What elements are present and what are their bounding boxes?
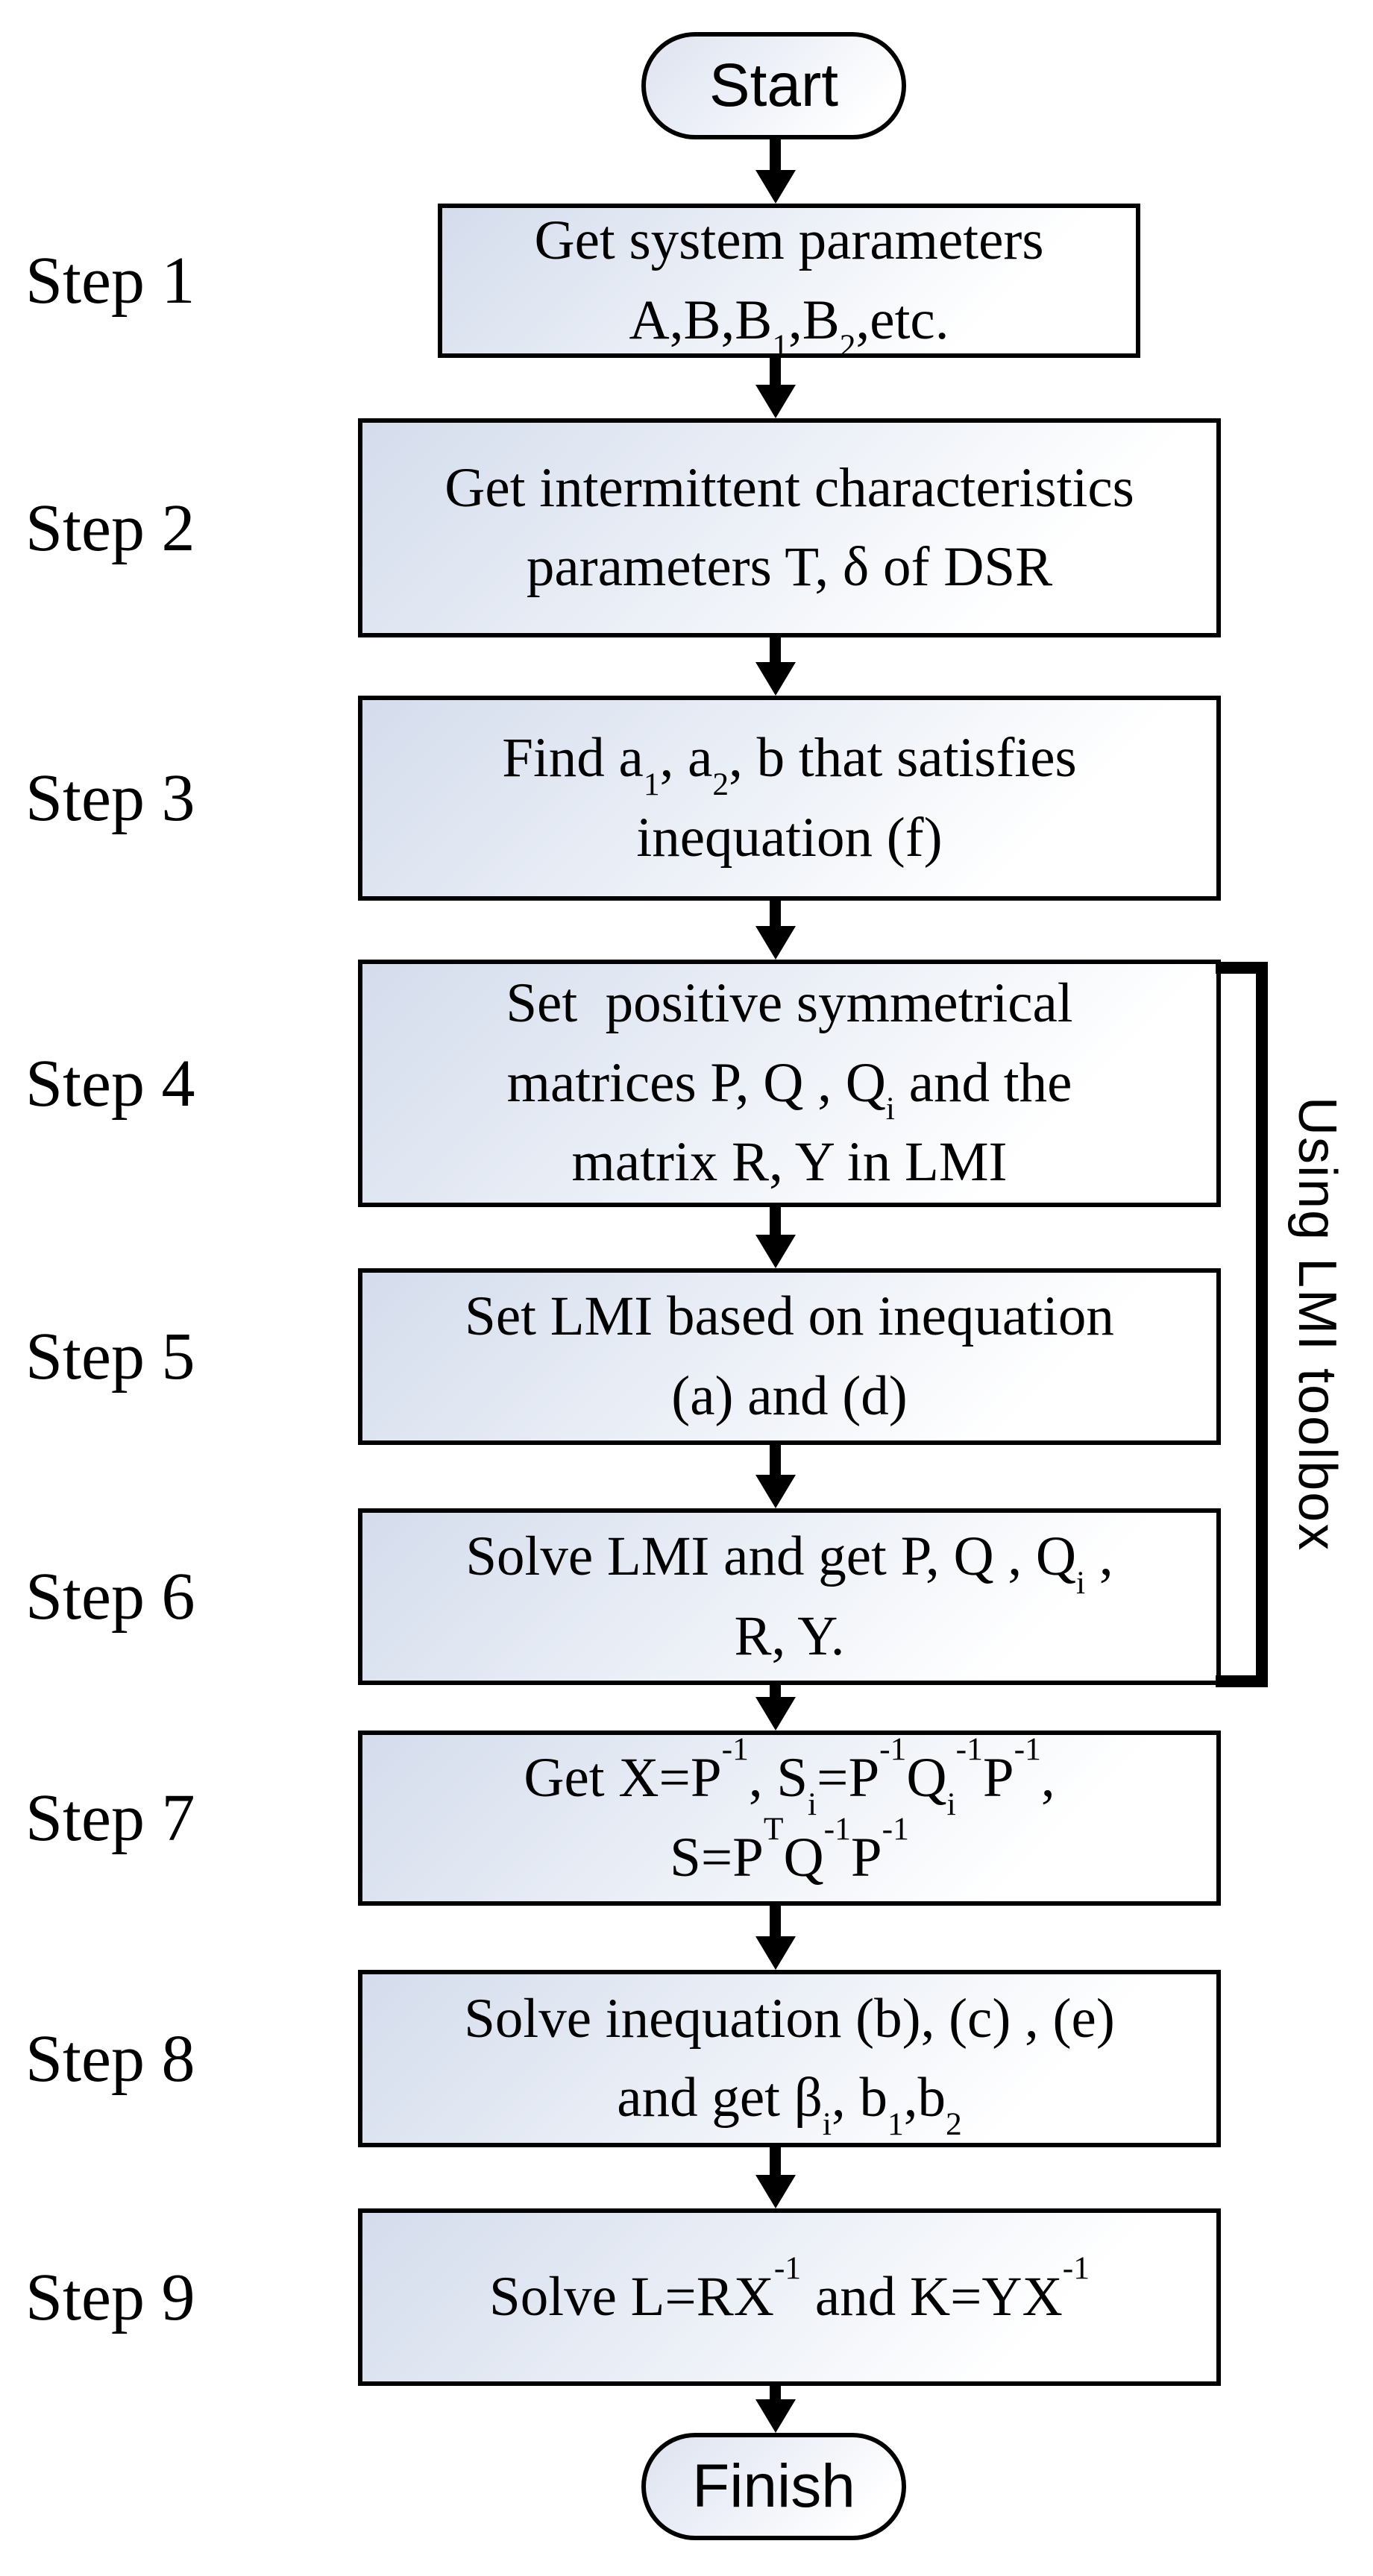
flow-arrow-shaft (770, 2386, 781, 2403)
finish-label: Finish (692, 2452, 855, 2520)
start-node: Start (641, 32, 906, 139)
flow-arrowhead (755, 2175, 796, 2208)
flow-arrow-2 (755, 358, 796, 418)
step-box-4-line-3: matrix R, Y in LMI (571, 1131, 1008, 1194)
flow-arrow-shaft (770, 901, 781, 930)
flow-arrowhead (755, 1697, 796, 1731)
flow-arrow-shaft (770, 1906, 781, 1940)
step-label-9: Step 9 (25, 2260, 195, 2334)
flow-arrow-shaft (770, 637, 781, 666)
step-label-4: Step 4 (25, 1046, 195, 1121)
step-box-5: Set LMI based on inequation (a) and (d) (358, 1268, 1221, 1445)
step-label-8: Step 8 (25, 2021, 195, 2096)
flow-arrow-3 (755, 637, 796, 696)
step-label-5: Step 5 (25, 1320, 195, 1394)
step-box-9: Solve L=RX-1 and K=YX-1 (358, 2208, 1221, 2386)
flow-arrow-shaft (770, 139, 781, 174)
step-label-7: Step 7 (25, 1781, 195, 1855)
flow-arrow-7 (755, 1685, 796, 1731)
step-box-7: Get X=P-1, Si=P-1Qi-1P-1,S=PTQ-1P-1 (358, 1731, 1221, 1906)
flow-arrowhead (755, 2399, 796, 2433)
step-box-8-line-2: and get βi, b1,b2 (617, 2067, 962, 2142)
step-box-6-line-2: R, Y. (734, 1605, 845, 1667)
step-label-2: Step 2 (25, 491, 195, 565)
step-box-1-line-1: Get system parameters (534, 210, 1044, 271)
flow-arrow-9 (755, 2147, 796, 2208)
flow-arrowhead (755, 385, 796, 418)
flow-arrowhead (755, 1235, 796, 1268)
step-label-6: Step 6 (25, 1560, 195, 1634)
step-box-5-line-1: Set LMI based on inequation (465, 1285, 1114, 1347)
flow-arrow-5 (755, 1207, 796, 1268)
flow-arrowhead (755, 170, 796, 204)
step-box-1-line-2: A,B,B1,B2,etc. (629, 289, 949, 365)
step-box-3-line-1: Find a1, a2, b that satisfies (502, 727, 1077, 802)
flow-arrow-shaft (770, 1207, 781, 1238)
step-box-2: Get intermittent characteristics paramete… (358, 418, 1221, 637)
step-box-5-line-2: (a) and (d) (671, 1364, 908, 1427)
finish-node: Finish (641, 2433, 906, 2540)
flow-arrow-shaft (770, 2147, 781, 2179)
flow-arrow-4 (755, 901, 796, 960)
step-box-9-line-1: Solve L=RX-1 and K=YX-1 (489, 2250, 1090, 2328)
step-box-4: Set positive symmetrical matrices P, Q , … (358, 960, 1221, 1207)
step-label-3: Step 3 (25, 761, 195, 835)
flow-arrowhead (755, 1936, 796, 1970)
step-label-1: Step 1 (25, 244, 195, 318)
step-box-6: Solve LMI and get P, Q , Qi ,R, Y. (358, 1508, 1221, 1685)
step-box-7-line-2: S=PTQ-1P-1 (670, 1810, 909, 1889)
step-box-6-line-1: Solve LMI and get P, Q , Qi , (465, 1525, 1113, 1601)
flow-arrow-6 (755, 1445, 796, 1508)
flow-arrow-shaft (770, 358, 781, 388)
step-box-8: Solve inequation (b), (c) , (e) and get β… (358, 1970, 1221, 2147)
flow-arrow-1 (755, 139, 796, 204)
step-box-8-line-1: Solve inequation (b), (c) , (e) (464, 1987, 1115, 2050)
step-box-7-line-1: Get X=P-1, Si=P-1Qi-1P-1, (524, 1731, 1055, 1822)
flow-arrow-shaft (770, 1685, 781, 1701)
step-box-3-line-2: inequation (f) (636, 806, 943, 869)
flow-arrowhead (755, 1475, 796, 1508)
flow-arrow-shaft (770, 1445, 781, 1478)
lmi-toolbox-bracket-label: Using LMI toolbox (1287, 1097, 1347, 1552)
flow-arrowhead (755, 926, 796, 960)
flow-arrow-10 (755, 2386, 796, 2433)
step-box-2-line-1: Get intermittent characteristics (444, 456, 1134, 519)
step-box-4-line-2: matrices P, Q , Qi and the (506, 1051, 1072, 1127)
step-box-2-line-2: parameters T, δ of DSR (526, 536, 1053, 598)
flow-arrowhead (755, 662, 796, 696)
start-label: Start (709, 51, 839, 119)
lmi-toolbox-bracket (1216, 962, 1268, 1687)
flow-arrow-8 (755, 1906, 796, 1970)
step-box-4-line-1: Set positive symmetrical (506, 972, 1073, 1035)
